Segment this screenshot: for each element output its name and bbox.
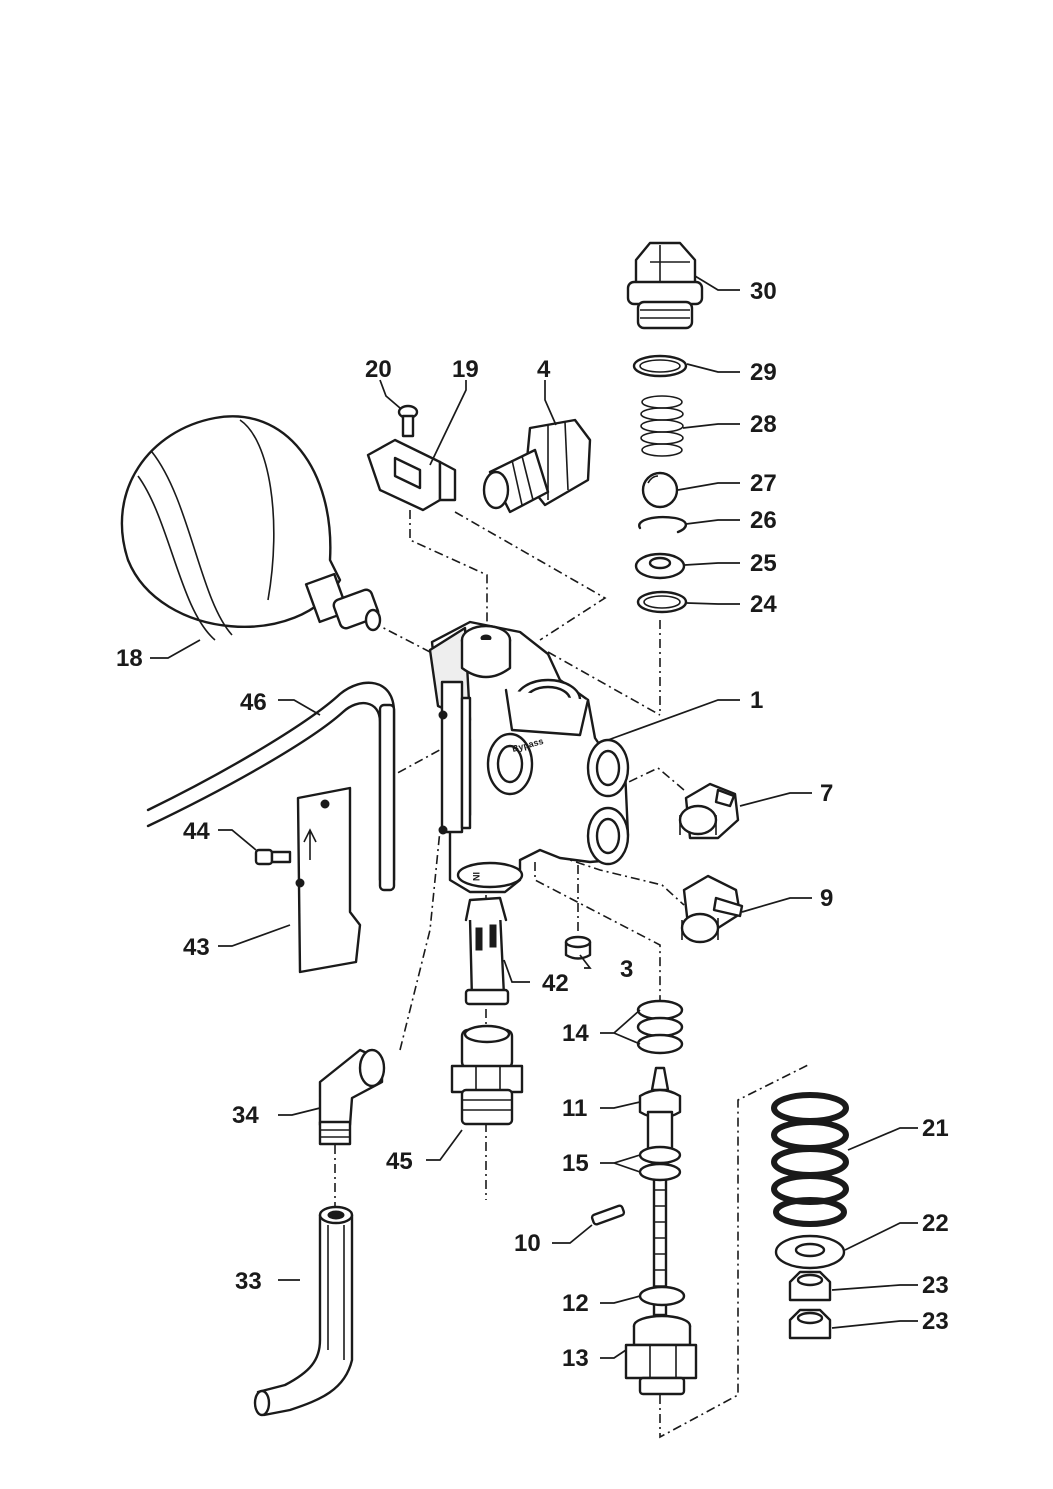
part-10-pin — [590, 1204, 626, 1226]
part-45-threaded-connector — [450, 1024, 524, 1126]
callout-18: 18 — [116, 645, 143, 672]
callout-34: 34 — [232, 1102, 259, 1129]
callout-46: 46 — [240, 689, 267, 716]
callout-20: 20 — [365, 356, 392, 383]
callout-27: 27 — [750, 470, 777, 497]
callout-11: 11 — [562, 1095, 587, 1122]
callout-7: 7 — [820, 780, 833, 807]
part-33-hose — [253, 1205, 354, 1417]
callout-labels: 30 29 28 27 26 25 24 1 7 9 3 42 14 11 15… — [116, 278, 949, 1372]
callout-33: 33 — [235, 1268, 262, 1295]
callout-23-upper: 23 — [922, 1272, 949, 1299]
part-18-accumulator — [120, 415, 382, 641]
part-23-nut-lower — [788, 1308, 832, 1340]
callout-9: 9 — [820, 885, 833, 912]
part-34-hose-elbow — [318, 1048, 386, 1146]
callout-21: 21 — [922, 1115, 949, 1142]
part-44-screw — [254, 848, 292, 866]
part-23-nut-upper — [788, 1270, 832, 1302]
part-43-flow-bracket — [295, 786, 362, 974]
part-28-spring — [640, 395, 684, 457]
part-22-washer — [774, 1234, 846, 1270]
callout-24: 24 — [750, 591, 777, 618]
part-27-ball — [641, 471, 679, 509]
part-7-elbow-fitting — [678, 782, 740, 840]
part-3-plug — [564, 935, 592, 960]
callout-15: 15 — [562, 1150, 589, 1177]
part-11-valve-stem — [638, 1066, 682, 1317]
body-in-marking: IN — [471, 872, 481, 881]
part-29-o-ring — [632, 354, 688, 378]
callout-42: 42 — [542, 970, 569, 997]
callout-19: 19 — [452, 356, 479, 383]
callout-26: 26 — [750, 507, 777, 534]
callout-12: 12 — [562, 1290, 589, 1317]
part-14-o-rings — [636, 999, 684, 1055]
part-30-plug — [626, 241, 704, 330]
callout-44: 44 — [183, 818, 210, 845]
part-25-valve-seat — [634, 552, 686, 580]
part-9-elbow-fitting — [680, 874, 744, 944]
callout-13: 13 — [562, 1345, 589, 1372]
callout-10: 10 — [514, 1230, 541, 1257]
part-24-o-ring — [636, 590, 688, 614]
part-12-o-ring — [638, 1285, 686, 1307]
callout-29: 29 — [750, 359, 777, 386]
callout-30: 30 — [750, 278, 777, 305]
callout-22: 22 — [922, 1210, 949, 1237]
callout-1: 1 — [750, 687, 763, 714]
part-19-bracket — [366, 438, 457, 512]
part-42-filter-insert — [464, 896, 510, 1006]
callout-23-lower: 23 — [922, 1308, 949, 1335]
callout-28: 28 — [750, 411, 777, 438]
callout-45: 45 — [386, 1148, 413, 1175]
leader-lines — [150, 275, 918, 1359]
part-20-screw — [397, 404, 419, 438]
callout-4: 4 — [537, 356, 551, 383]
callout-43: 43 — [183, 934, 210, 961]
part-13-stem-housing — [624, 1314, 698, 1396]
part-15-o-rings — [638, 1145, 682, 1182]
part-26-circlip — [638, 515, 688, 534]
callout-3: 3 — [620, 956, 633, 983]
part-21-spring — [771, 1092, 849, 1227]
callout-14: 14 — [562, 1020, 589, 1047]
part-1-valve-body: IN Bypass — [428, 620, 630, 894]
callout-25: 25 — [750, 550, 777, 577]
part-4-union-fitting — [482, 418, 592, 514]
